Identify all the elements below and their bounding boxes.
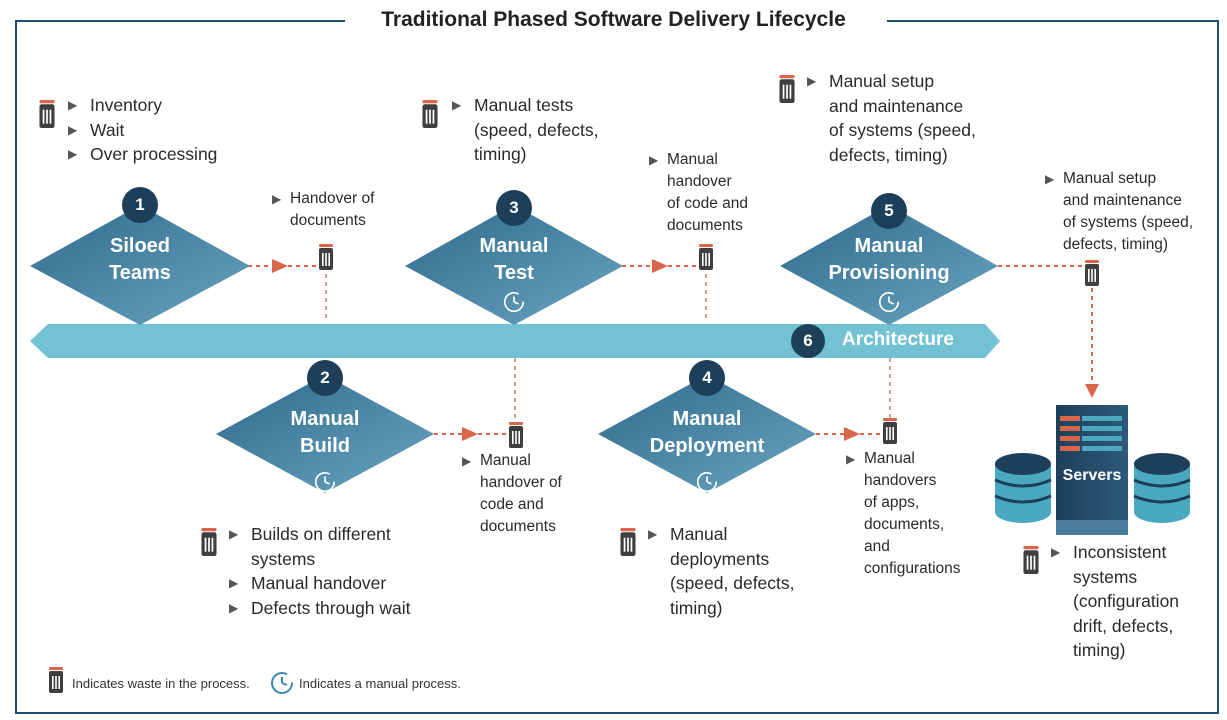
diamond-manual-build: [216, 375, 434, 493]
waste-bin-icon: [1023, 546, 1039, 574]
bullet-arrow-icon: ▶: [272, 192, 282, 206]
architecture-bar: [30, 324, 1000, 358]
bullet-arrow-icon: ▶: [68, 122, 78, 137]
architecture-number: 6: [803, 331, 813, 350]
diamond-manual-deployment: [598, 375, 816, 493]
waste-bin-icon: [509, 422, 523, 448]
waste-bin-icon: [883, 418, 897, 444]
waste-bin-icon: [779, 75, 795, 103]
waste-bin-icon: [620, 528, 636, 556]
diamond-siloed-teams: [30, 205, 250, 325]
note-provisioning-handover: ▶Manual setup and maintenance of systems…: [1045, 170, 1194, 253]
page-title: Traditional Phased Software Delivery Lif…: [0, 8, 1227, 32]
architecture-label: Architecture: [842, 329, 954, 350]
note-deployment-waste: ▶Manual deployments (speed, defects, tim…: [648, 524, 795, 618]
stage-label-manual-test: Manual Test: [479, 235, 549, 284]
waste-bin-icon: [39, 100, 55, 128]
bullet-arrow-icon: ▶: [229, 576, 239, 590]
stage-4-circle: [689, 360, 725, 396]
diamond-manual-provisioning: [780, 205, 998, 325]
stage-number-5: 5: [884, 201, 894, 220]
legend-manual-text: Indicates a manual process.: [299, 676, 461, 691]
frame-border: [15, 20, 1219, 714]
bullet-arrow-icon: ▶: [229, 600, 239, 615]
note-servers-waste: ▶Inconsistent systems (configuration dri…: [1051, 542, 1180, 660]
waste-bin-icon: [201, 528, 217, 556]
waste-bin-icon: [319, 244, 333, 270]
waste-bin-icon: [1085, 260, 1099, 286]
bullet-arrow-icon: ▶: [649, 153, 659, 167]
waste-bin-icon: [699, 244, 713, 270]
database-right-icon: [1133, 453, 1191, 523]
bullet-arrow-icon: ▶: [68, 147, 78, 161]
handover-arrowheads: [272, 259, 1099, 441]
servers-label: Servers: [1062, 467, 1122, 484]
stage-3-circle: [496, 190, 532, 226]
bullet-arrow-icon: ▶: [1051, 545, 1061, 559]
bullet-arrow-icon: ▶: [68, 98, 78, 112]
bullet-arrow-icon: ▶: [229, 527, 239, 541]
diamond-manual-test: [405, 205, 623, 325]
server-rack-icon: [1056, 405, 1128, 535]
waste-bin-icon: [422, 100, 438, 128]
note-provisioning-waste: ▶Manual setup and maintenance of systems…: [807, 71, 976, 165]
stage-5-circle: [871, 193, 907, 229]
legend-waste-text: Indicates waste in the process.: [72, 676, 250, 691]
note-test-handover: ▶Manual handover of code and documents: [649, 151, 749, 234]
architecture-number-circle: [791, 324, 825, 358]
bullet-arrow-icon: ▶: [452, 98, 462, 112]
legend-waste-icon: [49, 667, 63, 693]
stage-number-4: 4: [702, 368, 712, 387]
stage-number-1: 1: [135, 195, 145, 214]
handover-connectors: [248, 265, 1093, 435]
database-left-icon: [994, 453, 1052, 523]
stage-number-2: 2: [320, 368, 330, 387]
legend-clock-icon: [271, 672, 293, 694]
bullet-arrow-icon: ▶: [846, 452, 856, 466]
note-build-handover: ▶Manual handover of code and documents: [462, 452, 562, 535]
note-build-waste: ▶Builds on different systems ▶Manual han…: [229, 522, 449, 620]
stage-1-circle: [122, 187, 158, 223]
note-siloed-waste: ▶Inventory ▶Wait ▶Over processing: [68, 93, 268, 167]
stage-label-manual-deployment: Manual Deployment: [649, 408, 765, 457]
bullet-arrow-icon: ▶: [807, 74, 817, 88]
stage-number-3: 3: [509, 198, 519, 217]
bullet-arrow-icon: ▶: [648, 527, 658, 541]
bullet-arrow-icon: ▶: [1045, 172, 1055, 186]
stage-2-circle: [307, 360, 343, 396]
stage-label-siloed-teams: Siloed Teams: [109, 235, 171, 284]
stage-label-manual-build: Manual Build: [290, 408, 360, 457]
note-handover-documents: ▶Handover of documents: [272, 190, 375, 229]
note-test-waste: ▶Manual tests (speed, defects, timing): [452, 95, 599, 164]
stage-label-manual-provisioning: Manual Provisioning: [828, 235, 950, 284]
note-deployment-handover: ▶Manual handovers of apps, documents, an…: [846, 450, 961, 577]
bullet-arrow-icon: ▶: [462, 454, 472, 468]
